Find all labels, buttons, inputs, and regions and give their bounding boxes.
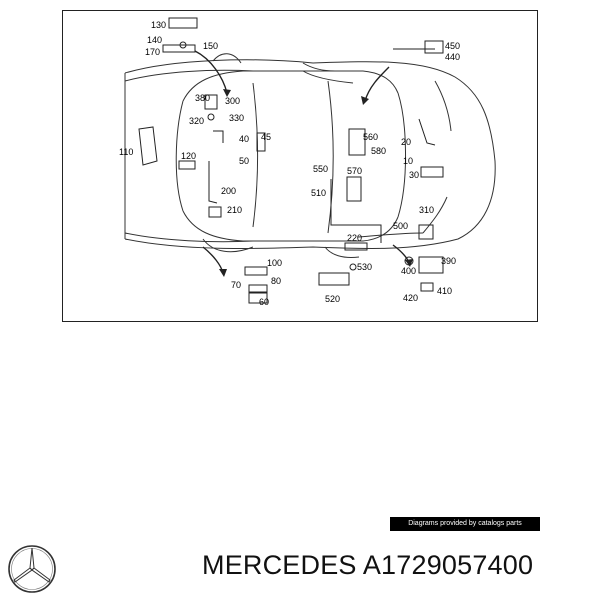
- part-410-sketch: [420, 282, 434, 292]
- parts-diagram-frame: 130 140 150 170 380 300 320 330 40 45 50…: [62, 10, 538, 322]
- part-label-10: 10: [403, 156, 413, 166]
- part-label-330: 330: [229, 113, 244, 123]
- callout-arrows: [194, 50, 410, 274]
- part-label-520: 520: [325, 294, 340, 304]
- part-number-labels: 130 140 150 170 380 300 320 330 40 45 50…: [119, 20, 460, 307]
- part-sketches: [138, 17, 444, 304]
- part-label-150: 150: [203, 41, 218, 51]
- part-570-sketch: [346, 176, 362, 202]
- part-label-210: 210: [227, 205, 242, 215]
- part-label-510: 510: [311, 188, 326, 198]
- car-body-outline: [124, 53, 496, 258]
- part-label-120: 120: [181, 151, 196, 161]
- part-40-sketch: [213, 130, 224, 143]
- part-label-100: 100: [267, 258, 282, 268]
- part-30-sketch: [420, 166, 444, 178]
- part-label-450: 450: [445, 41, 460, 51]
- part-170-sketch: [162, 44, 196, 53]
- part-label-580: 580: [371, 146, 386, 156]
- part-label-420: 420: [403, 293, 418, 303]
- part-label-320: 320: [189, 116, 204, 126]
- part-label-170: 170: [145, 47, 160, 57]
- part-label-300: 300: [225, 96, 240, 106]
- part-45-sketch: [256, 132, 266, 152]
- part-390-sketch: [418, 256, 444, 274]
- part-560-sketch: [348, 128, 366, 156]
- part-150-sketch: [179, 41, 187, 49]
- part-label-110: 110: [119, 147, 133, 157]
- part-530-sketch: [349, 263, 357, 271]
- part-label-310: 310: [419, 205, 434, 215]
- part-label-410: 410: [437, 286, 452, 296]
- callout-arrowheads: [219, 89, 413, 277]
- parts-diagram: 130 140 150 170 380 300 320 330 40 45 50…: [119, 17, 496, 307]
- part-label-570: 570: [347, 166, 362, 176]
- part-label-500: 500: [393, 221, 408, 231]
- part-label-130: 130: [151, 20, 166, 30]
- part-80-sketch: [248, 284, 268, 293]
- part-label-45: 45: [261, 132, 271, 142]
- part-label-40: 40: [239, 134, 249, 144]
- part-60-sketch: [248, 292, 268, 304]
- part-label-60: 60: [259, 297, 269, 307]
- brand-part-title: MERCEDES A1729057400: [202, 550, 534, 580]
- part-label-200: 200: [221, 186, 236, 196]
- part-100-sketch: [244, 266, 268, 276]
- part-label-20: 20: [401, 137, 411, 147]
- part-label-550: 550: [313, 164, 328, 174]
- part-label-80: 80: [271, 276, 281, 286]
- part-20-sketch: [418, 118, 436, 146]
- part-label-380: 380: [195, 93, 210, 103]
- part-label-30: 30: [409, 170, 419, 180]
- mercedes-star-icon: [3, 544, 61, 599]
- part-label-220: 220: [347, 233, 362, 243]
- part-label-70: 70: [231, 280, 241, 290]
- part-label-440: 440: [445, 52, 460, 62]
- part-130-sketch: [168, 17, 198, 29]
- part-label-530: 530: [357, 262, 372, 272]
- part-label-400: 400: [401, 266, 416, 276]
- part-220-sketch: [344, 242, 368, 251]
- part-210-sketch: [208, 206, 222, 218]
- part-300-sketch: [204, 94, 218, 110]
- part-label-50: 50: [239, 156, 249, 166]
- part-120-sketch: [178, 160, 196, 170]
- diagram-credit: Diagrams provided by catalogs parts: [390, 517, 540, 531]
- part-110-sketch: [138, 126, 158, 166]
- part-label-390: 390: [441, 256, 456, 266]
- part-label-560: 560: [363, 132, 378, 142]
- part-200-sketch: [208, 161, 218, 204]
- part-520-sketch: [318, 272, 350, 286]
- part-310-sketch: [418, 224, 434, 240]
- part-450-sketch: [424, 40, 444, 54]
- part-510-cable-sketch: [330, 179, 382, 243]
- part-400-sketch: [404, 256, 414, 266]
- part-330-sketch: [207, 113, 215, 121]
- part-label-140: 140: [147, 35, 162, 45]
